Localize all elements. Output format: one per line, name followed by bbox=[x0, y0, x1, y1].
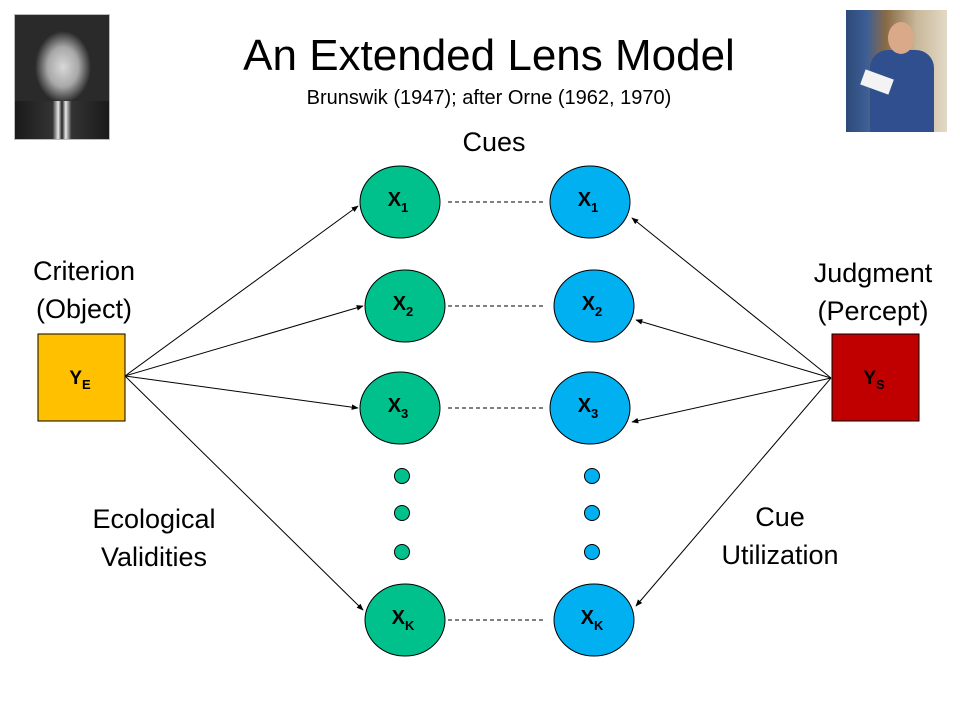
portrait-left-suit bbox=[15, 101, 109, 139]
left-cue-node-1-label: X1 bbox=[388, 189, 409, 215]
judgment-node-shape bbox=[831, 333, 920, 422]
cue-utilization-arrow-3 bbox=[631, 377, 832, 424]
right-cue-node-2: X2 bbox=[553, 269, 635, 343]
cue-utilization-arrow-2 bbox=[635, 319, 832, 379]
criterion-node-label: YE bbox=[69, 368, 91, 392]
left-cue-node-4-label: XK bbox=[392, 607, 415, 633]
right-cue-node-3-label: X3 bbox=[578, 395, 599, 421]
right-cue-node-3-shape bbox=[549, 371, 631, 445]
slide-title: An Extended Lens Model bbox=[243, 31, 735, 80]
portrait-right-photo bbox=[846, 10, 947, 132]
right-ellipsis-dot bbox=[584, 468, 600, 484]
left-ellipsis-dot bbox=[394, 468, 410, 484]
slide-subtitle: Brunswik (1947); after Orne (1962, 1970) bbox=[306, 87, 672, 109]
left-ellipsis-dot bbox=[394, 544, 410, 560]
ecological-validity-arrow-2 bbox=[124, 305, 364, 377]
ecological-validity-arrow-3 bbox=[124, 375, 359, 410]
right-ellipsis-dot bbox=[584, 544, 600, 560]
left-cue-node-4: XK bbox=[364, 583, 446, 657]
right-cue-node-1-label: X1 bbox=[578, 189, 599, 215]
left-cue-node-3-label: X3 bbox=[388, 395, 409, 421]
right-cue-node-4-label: XK bbox=[581, 607, 604, 633]
cue-utilization-label: Cue Utilization bbox=[700, 498, 860, 574]
utilization-label-line1: Cue bbox=[755, 502, 805, 532]
judgment-label-line2: (Percept) bbox=[817, 296, 929, 326]
criterion-node: YE bbox=[37, 333, 126, 422]
ecological-validity-arrow-4 bbox=[124, 375, 364, 611]
cues-heading: Cues bbox=[462, 127, 526, 157]
cue-utilization-arrow-1 bbox=[631, 217, 832, 379]
ecological-validities-label: Ecological Validities bbox=[74, 500, 234, 576]
left-cue-node-2: X2 bbox=[364, 269, 446, 343]
left-cue-node-3: X3 bbox=[359, 371, 441, 445]
judgment-node: YS bbox=[831, 333, 920, 422]
criterion-label: Criterion (Object) bbox=[14, 252, 154, 328]
ecological-validity-arrow-1 bbox=[124, 205, 359, 377]
right-cue-node-1: X1 bbox=[549, 165, 631, 239]
ecological-label-line2: Validities bbox=[100, 542, 208, 572]
right-ellipsis-dot bbox=[584, 505, 600, 521]
right-cue-node-3: X3 bbox=[549, 371, 631, 445]
judgment-label-line1: Judgment bbox=[813, 258, 933, 288]
utilization-label-line2: Utilization bbox=[721, 540, 839, 570]
ecological-label-line1: Ecological bbox=[92, 504, 216, 534]
cue-utilization-arrow-4 bbox=[635, 377, 832, 607]
right-cue-node-4-shape bbox=[553, 583, 635, 657]
left-cue-node-4-shape bbox=[364, 583, 446, 657]
left-ellipsis-dot bbox=[394, 505, 410, 521]
judgment-node-label: YS bbox=[863, 368, 885, 392]
right-cue-node-4: XK bbox=[553, 583, 635, 657]
left-cue-node-3-shape bbox=[359, 371, 441, 445]
portrait-right-head bbox=[888, 22, 914, 54]
right-cue-node-2-label: X2 bbox=[582, 293, 603, 319]
criterion-label-line2: (Object) bbox=[35, 294, 133, 324]
left-cue-node-1: X1 bbox=[359, 165, 441, 239]
judgment-label: Judgment (Percept) bbox=[798, 254, 948, 330]
left-cue-node-1-shape bbox=[359, 165, 441, 239]
criterion-label-line1: Criterion bbox=[32, 256, 136, 286]
left-cue-node-2-shape bbox=[364, 269, 446, 343]
right-cue-node-1-shape bbox=[549, 165, 631, 239]
right-cue-node-2-shape bbox=[553, 269, 635, 343]
criterion-node-shape bbox=[37, 333, 126, 422]
portrait-left-photo bbox=[14, 14, 110, 140]
left-cue-node-2-label: X2 bbox=[393, 293, 414, 319]
